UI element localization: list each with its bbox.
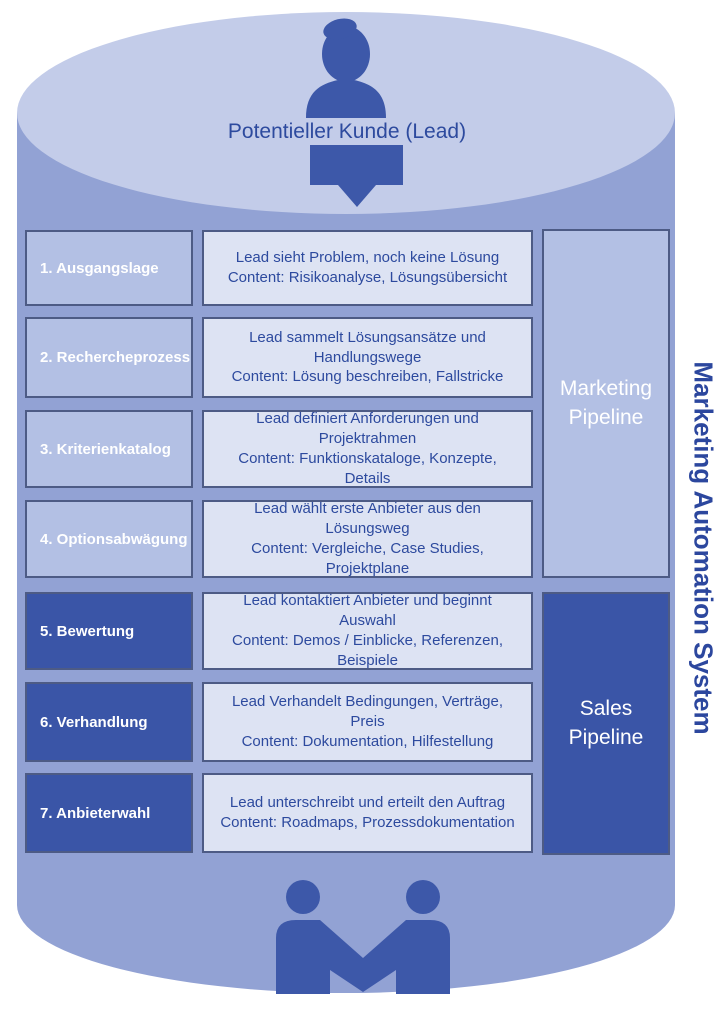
stage-description: Lead wählt erste Anbieter aus den Lösung…: [254, 500, 481, 538]
stage-label-box-2: 2. Rechercheprozess: [25, 317, 193, 398]
stage-label-box-3: 3. Kriterienkatalog: [25, 410, 193, 488]
vertical-system-label: Marketing Automation System: [688, 361, 719, 735]
stage-description: Lead sieht Problem, noch keine Lösung: [235, 249, 500, 267]
stage-content: Content: Risikoanalyse, Lösungsübersicht: [227, 269, 508, 286]
stage-content: Content: Lösung beschreiben, Fallstricke: [231, 368, 504, 386]
handshake-icon: [276, 880, 450, 994]
stage-description: Lead Verhandelt Bedingungen, Verträge, P…: [231, 693, 504, 731]
pipeline-label: Sales Pipeline: [568, 697, 644, 749]
stage-content: Content: Roadmaps, Prozessdokumentation: [220, 814, 515, 831]
stage-label: 4. Optionsabwägung: [40, 530, 188, 548]
stage-description: Lead unterschreibt und erteilt den Auftr…: [229, 794, 506, 812]
pipeline-label: Marketing Pipeline: [559, 377, 653, 429]
stage-label-box-6: 6. Verhandlung: [25, 682, 193, 762]
stage-label-box-1: 1. Ausgangslage: [25, 230, 193, 306]
stage-description: Lead kontaktiert Anbieter und beginnt Au…: [243, 592, 492, 630]
stage-content: Content: Dokumentation, Hilfestellung: [241, 732, 494, 750]
stage-content-box-1: Lead sieht Problem, noch keine Lösung Co…: [202, 230, 533, 306]
stage-label: 7. Anbieterwahl: [40, 804, 151, 822]
stage-label-box-4: 4. Optionsabwägung: [25, 500, 193, 578]
down-arrow-icon: [310, 145, 403, 207]
stage-label-box-7: 7. Anbieterwahl: [25, 773, 193, 853]
stage-content-box-6: Lead Verhandelt Bedingungen, Verträge, P…: [202, 682, 533, 762]
stage-content-box-2: Lead sammelt Lösungsansätze und Handlung…: [202, 317, 533, 398]
stage-content: Content: Funktionskataloge, Konzepte, De…: [238, 450, 497, 487]
lead-title: Potentieller Kunde (Lead): [227, 120, 467, 143]
stage-label: 3. Kriterienkatalog: [40, 440, 171, 458]
stage-label: 5. Bewertung: [40, 622, 135, 640]
person-icon: [306, 18, 386, 118]
stage-content-box-5: Lead kontaktiert Anbieter und beginnt Au…: [202, 592, 533, 670]
stage-label: 6. Verhandlung: [40, 713, 148, 731]
stage-label: 2. Rechercheprozess: [40, 349, 191, 366]
stage-description: Lead sammelt Lösungsansätze und Handlung…: [249, 328, 486, 366]
stage-content: Content: Demos / Einblicke, Referenzen, …: [232, 632, 503, 669]
stage-label-box-5: 5. Bewertung: [25, 592, 193, 670]
stage-content-box-3: Lead definiert Anforderungen und Projekt…: [202, 410, 533, 488]
sales-pipeline-box: Sales Pipeline: [542, 592, 670, 855]
stage-label: 1. Ausgangslage: [40, 259, 159, 277]
stage-content: Content: Vergleiche, Case Studies, Proje…: [251, 540, 484, 577]
marketing-pipeline-box: Marketing Pipeline: [542, 229, 670, 578]
stage-content-box-7: Lead unterschreibt und erteilt den Auftr…: [202, 773, 533, 853]
stage-content-box-4: Lead wählt erste Anbieter aus den Lösung…: [202, 500, 533, 578]
stage-description: Lead definiert Anforderungen und Projekt…: [256, 410, 479, 448]
